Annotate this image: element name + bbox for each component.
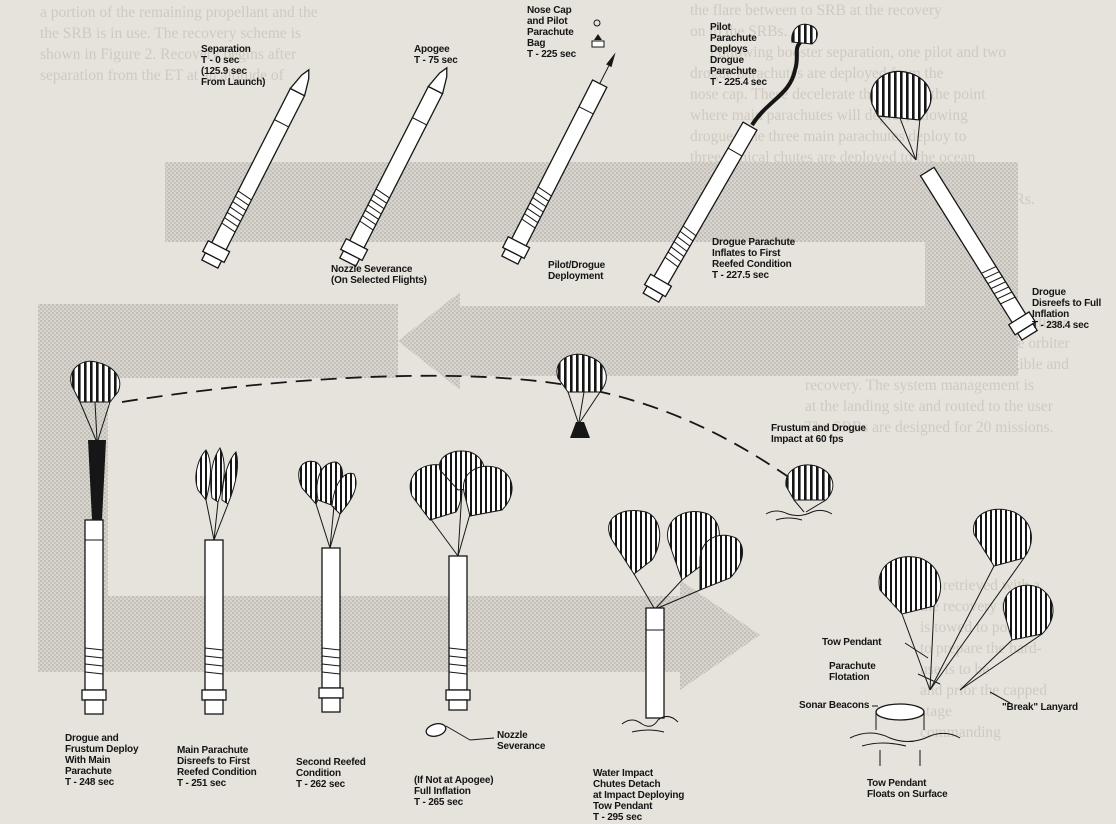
label-drogue-inflates: Drogue Parachute Inflates to First Reefe…: [712, 237, 795, 281]
label-full-inflation: (If Not at Apogee) Full Inflation T - 26…: [414, 775, 493, 808]
label-pilot-drogue: Pilot/Drogue Deployment: [548, 260, 605, 282]
drogue-with-frustum: [557, 354, 606, 438]
label-break-lanyard: "Break" Lanyard: [1002, 702, 1078, 713]
label-frustum-impact: Frustum and Drogue Impact at 60 fps: [771, 423, 866, 445]
second-reefed-chutes: [299, 461, 356, 548]
flow-arrow-right: [680, 580, 760, 690]
booster-floating: [850, 704, 960, 766]
label-tow-floats: Tow Pendant Floats on Surface: [867, 778, 948, 800]
label-pilot-deploys-drogue: Pilot Parachute Deploys Drogue Parachute…: [710, 22, 767, 88]
booster-second-reefed: [319, 548, 343, 712]
surface-flotation-chutes: [879, 509, 1053, 690]
label-main-disreefs: Main Parachute Disreefs to First Reefed …: [177, 745, 257, 789]
flow-band-bottom: [38, 596, 680, 672]
label-sonar-beacons: Sonar Beacons: [799, 700, 869, 711]
nose-cap-and-bag: [592, 20, 604, 47]
pilot-chute: [792, 24, 818, 44]
booster-frustum-deploy: [82, 520, 106, 714]
full-inflation-chutes: [410, 451, 512, 556]
flow-band-top: [165, 162, 1018, 242]
drogue-full-canopy: [871, 71, 931, 160]
label-drogue-disreefs: Drogue Disreefs to Full Inflation T - 23…: [1032, 287, 1101, 331]
label-tow-pendant: Tow Pendant: [822, 637, 881, 648]
booster-full-inflation: [446, 556, 470, 710]
label-nozzle-severance-selected: Nozzle Severance (On Selected Flights): [331, 264, 427, 286]
main-disreef-first-chutes: [196, 448, 238, 540]
label-nozzle-severance: Nozzle Severance: [497, 730, 545, 752]
label-apogee: Apogee T - 75 sec: [414, 44, 458, 66]
label-parachute-flotation: Parachute Flotation: [829, 661, 876, 683]
booster-main-disreef-first: [202, 540, 226, 714]
flow-band-upper-return: [460, 306, 1018, 376]
water-impact-chutes: [609, 510, 743, 608]
label-nose-cap: Nose Cap and Pilot Parachute Bag T - 225…: [527, 5, 576, 60]
severed-nozzle: [425, 722, 494, 740]
label-separation: Separation T - 0 sec (125.9 sec From Lau…: [201, 44, 265, 88]
label-second-reefed: Second Reefed Condition T - 262 sec: [296, 757, 366, 790]
label-frustum-deploy: Drogue and Frustum Deploy With Main Para…: [65, 733, 138, 788]
label-water-impact: Water Impact Chutes Detach at Impact Dep…: [593, 768, 684, 823]
frustum-impact-splash: [766, 465, 833, 520]
